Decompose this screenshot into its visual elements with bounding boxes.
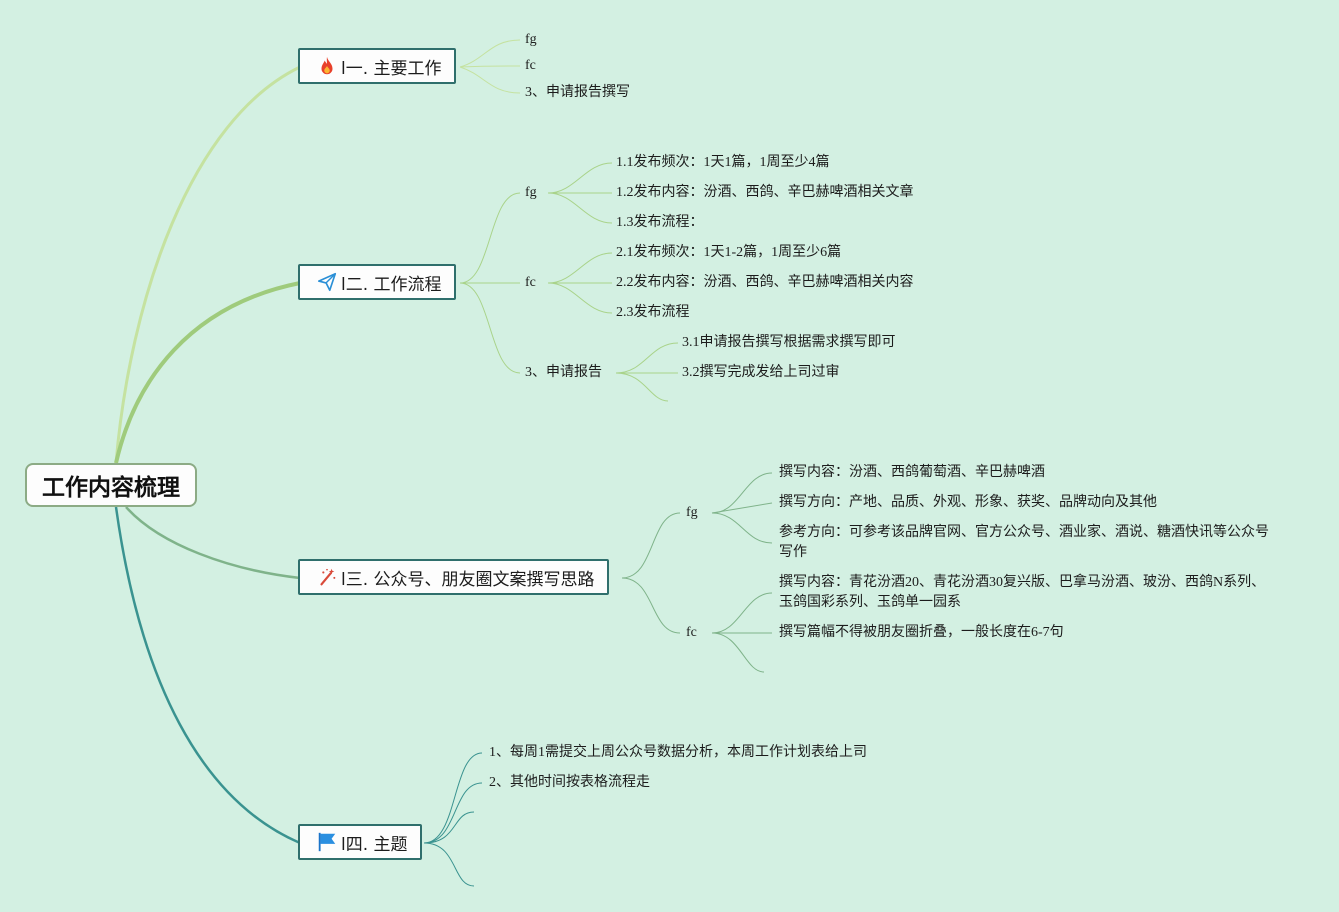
subtopic-report[interactable]: 3、申请报告 [525,365,602,380]
leaf[interactable]: 1.2发布内容：汾酒、西鸽、辛巴赫啤酒相关文章 [616,185,914,200]
branch-workflow[interactable]: l二. 工作流程 [298,264,456,300]
branch-copywriting[interactable]: l三. 公众号、朋友圈文案撰写思路 [298,559,609,595]
leaf[interactable]: 1.1发布频次：1天1篇，1周至少4篇 [616,155,830,170]
leaf[interactable]: 参考方向：可参考该品牌官网、官方公众号、酒业家、酒说、糖酒快讯等公众号写作 [779,525,1269,560]
paper-plane-icon [316,271,338,293]
subtopic-fc[interactable]: fc [525,275,536,290]
branch-label: l四. 主题 [341,834,408,855]
flag-icon [316,831,338,853]
leaf[interactable]: 3.2撰写完成发给上司过审 [682,365,840,380]
subtopic-fc[interactable]: fc [686,625,697,640]
link-root-branch-1 [114,65,301,464]
branch-label: l三. 公众号、朋友圈文案撰写思路 [341,569,595,590]
leaf[interactable]: 撰写内容：汾酒、西鸽葡萄酒、辛巴赫啤酒 [779,465,1045,480]
magic-wand-icon [316,566,338,588]
fire-icon [316,55,338,77]
root-topic[interactable]: 工作内容梳理 [25,463,197,507]
leaf[interactable]: 2、其他时间按表格流程走 [489,775,650,790]
leaf[interactable]: 1.3发布流程： [616,215,704,230]
branch-label: l一. 主要工作 [341,58,442,79]
leaf[interactable]: 2.2发布内容：汾酒、西鸽、辛巴赫啤酒相关内容 [616,275,914,290]
leaf[interactable]: 1、每周1需提交上周公众号数据分析，本周工作计划表给上司 [489,745,867,760]
leaf[interactable]: 撰写方向：产地、品质、外观、形象、获奖、品牌动向及其他 [779,495,1157,510]
leaf[interactable]: 2.1发布频次：1天1-2篇，1周至少6篇 [616,245,842,260]
leaf[interactable]: 3、申请报告撰写 [525,85,630,100]
leaf[interactable]: 撰写篇幅不得被朋友圈折叠，一般长度在6-7句 [779,625,1064,640]
leaf[interactable]: 2.3发布流程 [616,305,690,320]
subtopic-fg[interactable]: fg [525,185,537,200]
branch-label: l二. 工作流程 [341,274,442,295]
branch-main-work[interactable]: l一. 主要工作 [298,48,456,84]
link-root-branch-3 [125,506,301,580]
leaf[interactable]: 3.1申请报告撰写根据需求撰写即可 [682,335,896,350]
leaf[interactable]: fc [525,58,536,73]
leaf[interactable]: 撰写内容：青花汾酒20、青花汾酒30复兴版、巴拿马汾酒、玻汾、西鸽N系列、玉鸽国… [779,575,1266,610]
subtopic-fg[interactable]: fg [686,505,698,520]
link-root-branch-4 [114,506,301,845]
leaf[interactable]: fg [525,32,537,47]
branch-theme[interactable]: l四. 主题 [298,824,422,860]
link-root-branch-2 [114,281,301,464]
